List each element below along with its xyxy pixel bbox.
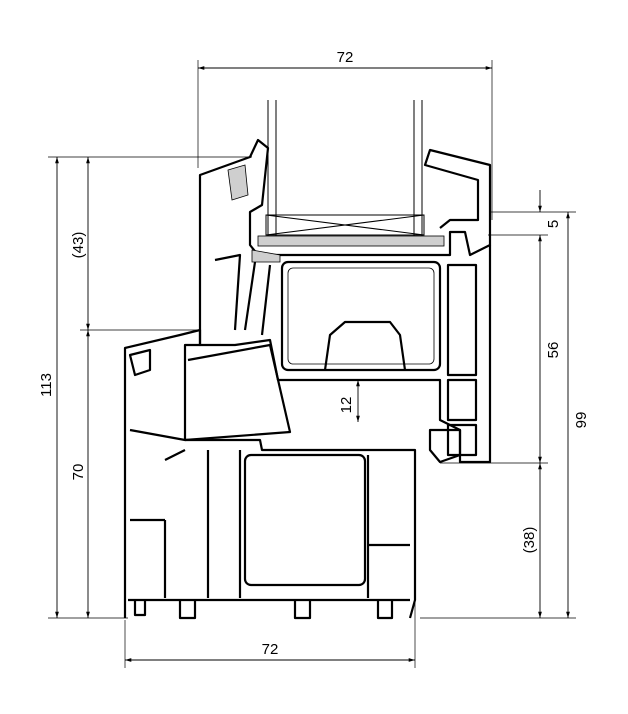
label-bottom-width: 72 [262,641,279,658]
frame-profile [123,328,462,620]
label-right-total: 99 [573,412,590,429]
label-lower-right: (38) [521,527,538,554]
label-sash-height: 56 [545,342,562,359]
glazing-unit [257,100,445,247]
label-lower-left: 70 [70,464,87,481]
label-total-height: 113 [38,373,55,397]
label-overlap: 12 [338,397,355,414]
sash-profile [198,138,492,464]
dimension-lines [55,66,570,662]
label-upper-left: (43) [70,232,87,259]
label-top-width: 72 [337,49,354,66]
label-rebate: 5 [545,220,562,228]
